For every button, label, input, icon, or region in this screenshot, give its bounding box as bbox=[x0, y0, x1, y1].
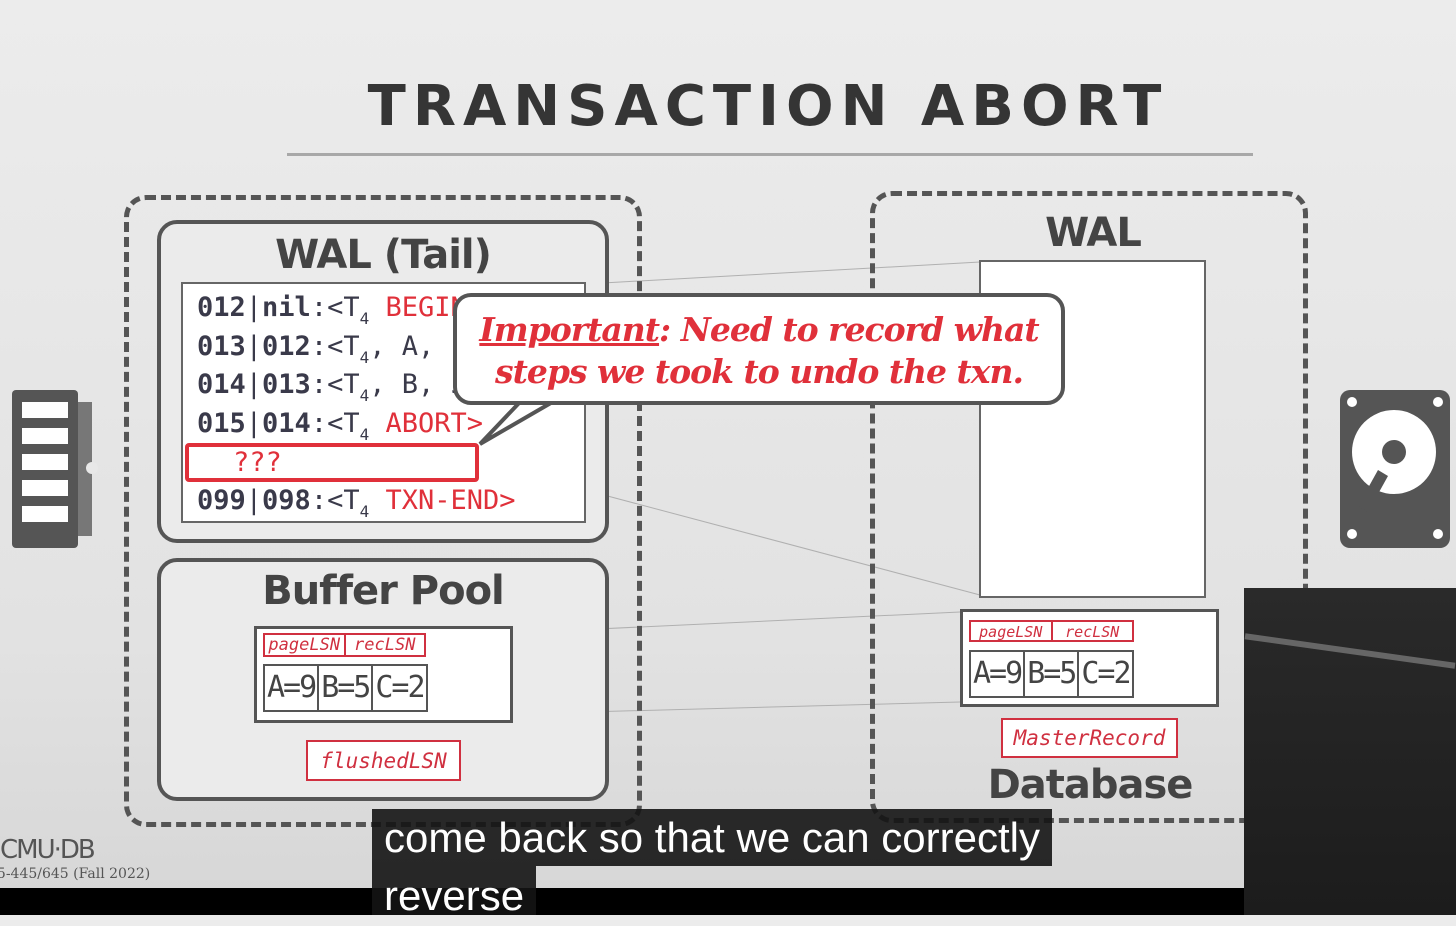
master-record: MasterRecord bbox=[1001, 718, 1178, 758]
buffer-page bbox=[254, 626, 513, 723]
log-record: 012|nil:<T4 BEGIN> bbox=[197, 292, 484, 328]
unknown-record: ??? bbox=[233, 447, 282, 478]
important-callout: Important: Need to record what steps we … bbox=[453, 293, 1065, 405]
buffer-pool-title: Buffer Pool bbox=[262, 568, 505, 614]
caption-line: come back so that we can correctly bbox=[372, 809, 1052, 866]
log-record: 099|098:<T4 TXN-END> bbox=[197, 485, 516, 521]
caption-line: reverse bbox=[372, 866, 537, 919]
disk-region bbox=[870, 191, 1308, 823]
course-label: 15-445/645 (Fall 2022) bbox=[0, 866, 151, 882]
memory-icon bbox=[12, 390, 98, 548]
missing-record-box: ??? bbox=[185, 443, 479, 482]
title-divider bbox=[287, 153, 1253, 156]
video-bottom-bar bbox=[0, 888, 1456, 915]
speaker-video bbox=[1244, 588, 1456, 915]
slide-title: TRANSACTION ABORT bbox=[367, 74, 1169, 139]
callout-tail bbox=[478, 398, 558, 446]
database-title: Database bbox=[987, 762, 1194, 808]
wal-tail-title: WAL (Tail) bbox=[275, 232, 492, 278]
disk-page bbox=[960, 609, 1219, 707]
hard-disk-icon bbox=[1340, 390, 1450, 548]
cmu-db-logo: CMU·DB bbox=[0, 835, 96, 865]
disk-wal-title: WAL bbox=[1045, 210, 1142, 256]
log-record: 015|014:<T4 ABORT> bbox=[197, 408, 484, 444]
flushed-lsn: flushedLSN bbox=[306, 740, 461, 781]
